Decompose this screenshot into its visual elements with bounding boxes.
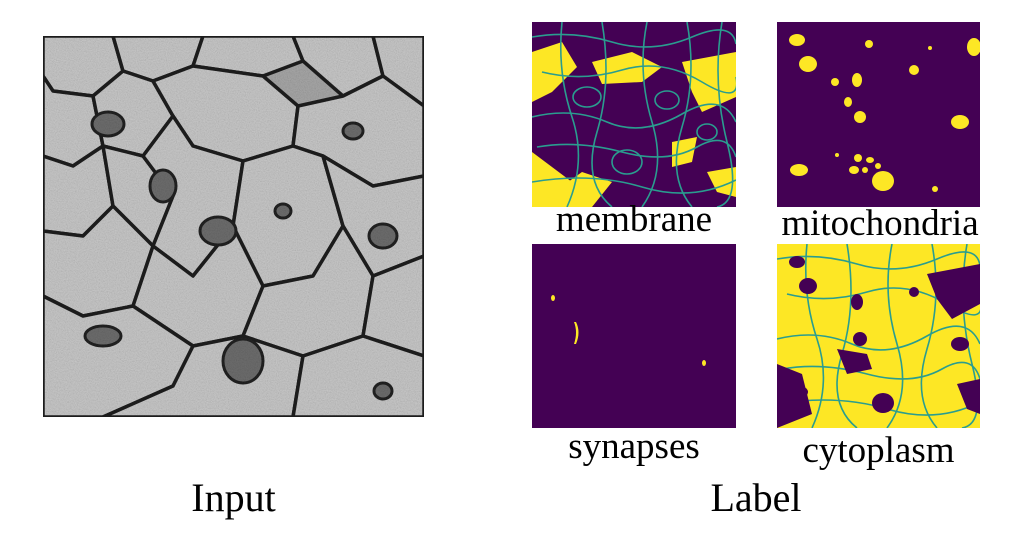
input-caption: Input [191,475,276,520]
cytoplasm-caption: cytoplasm [802,430,955,471]
synapses-caption: synapses [568,426,700,467]
membrane-caption: membrane [555,199,713,240]
cytoplasm-label-map [777,244,980,428]
synapses-label-map [532,244,736,428]
membrane-label-map [532,22,736,207]
label-caption: Label [710,475,802,520]
input-em-image [43,36,424,417]
mitochondria-label-map [777,22,980,207]
mitochondria-caption: mitochondria [781,203,979,244]
